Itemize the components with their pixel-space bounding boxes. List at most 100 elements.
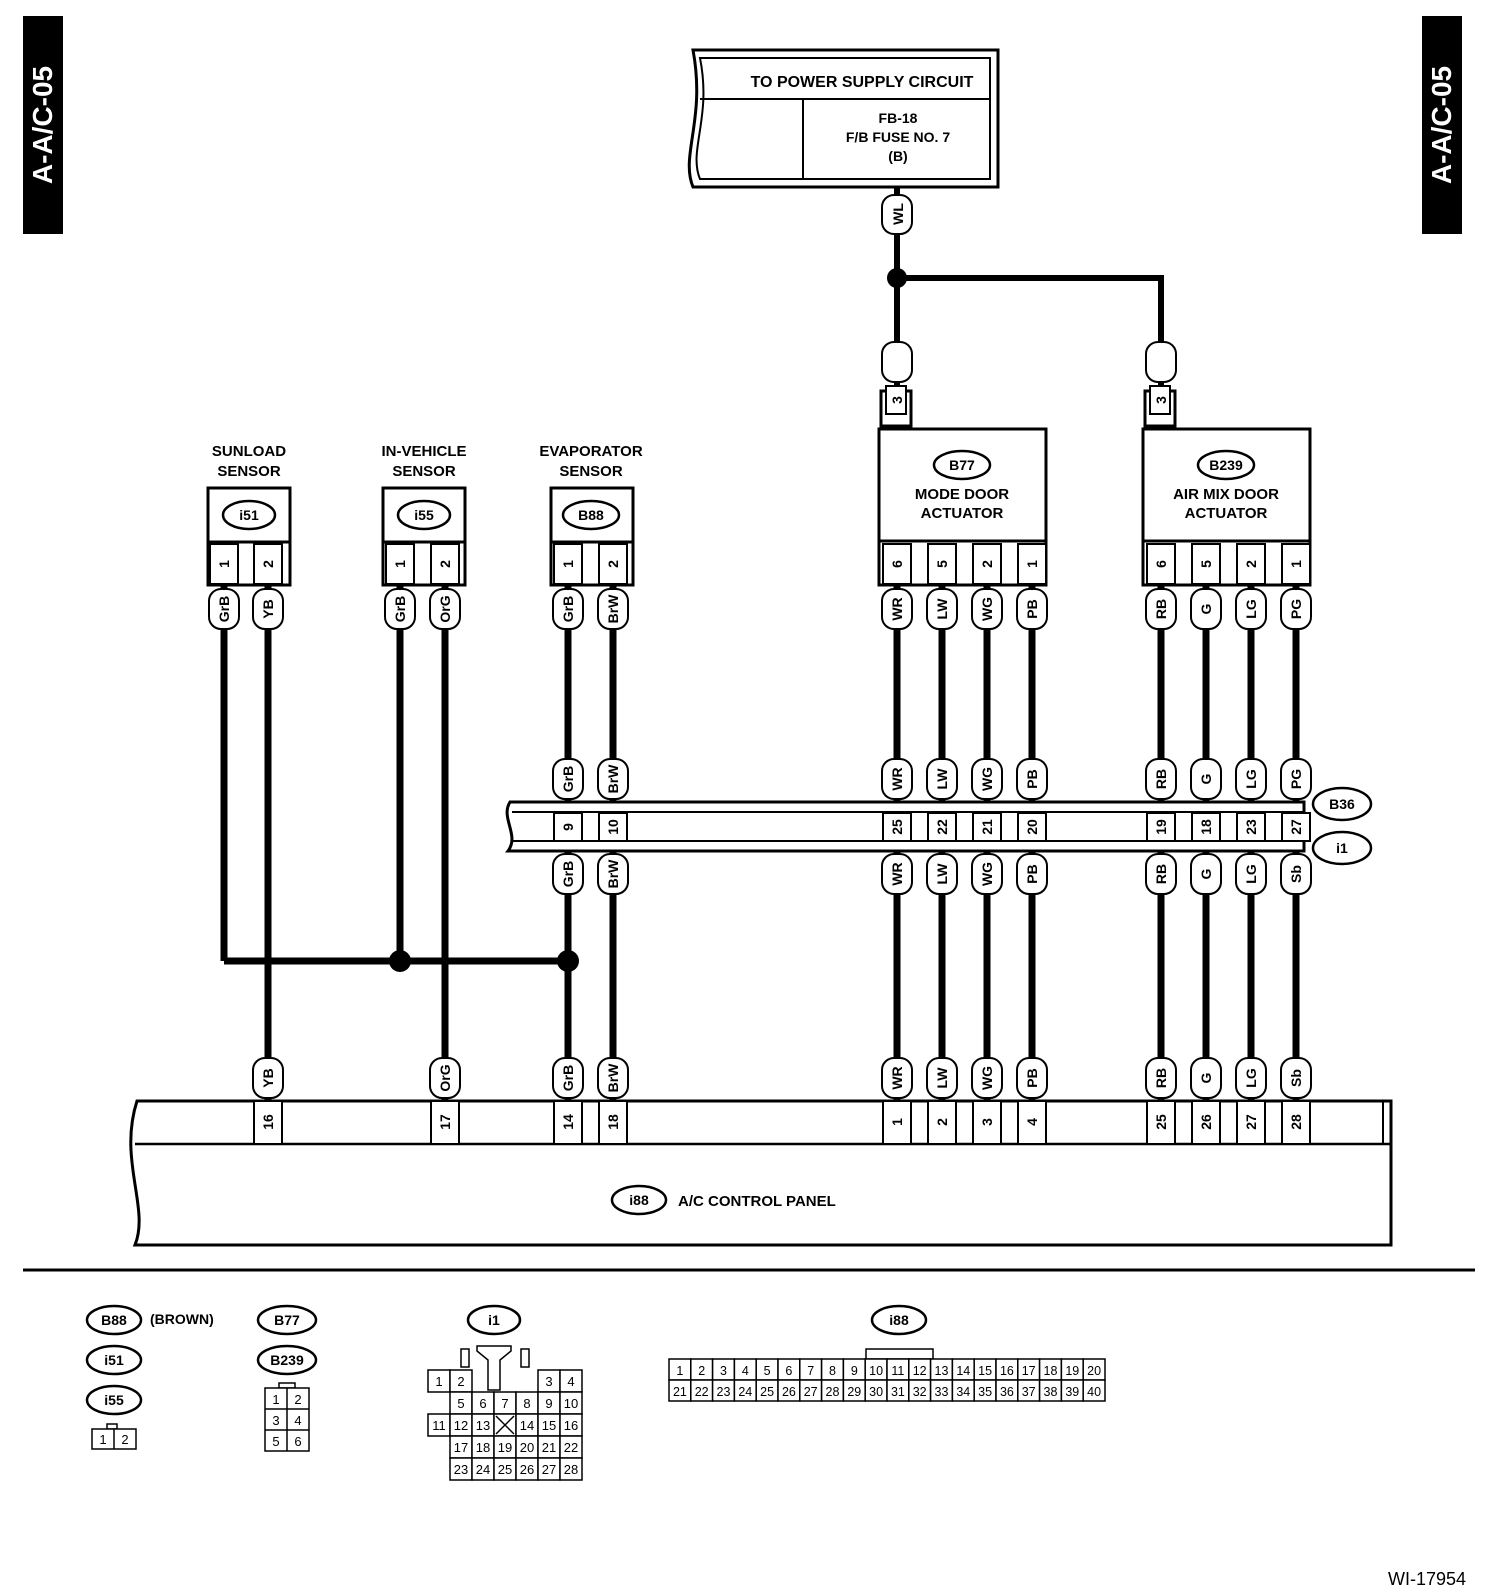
legend-connector-badge: [85, 1304, 143, 1336]
joint-upper-wire-label-capsule: [881, 758, 913, 800]
legend-connector-b77: B77: [274, 1312, 300, 1328]
actuator-mode-door-name-1: MODE DOOR: [915, 486, 1009, 503]
joint-upper-wire-label-capsule: [552, 758, 584, 800]
control-panel-wire-label: WG: [979, 1066, 995, 1090]
joint-pin-number: 10: [605, 819, 621, 835]
control-panel-pin-cell: [927, 1100, 957, 1145]
control-panel-wire-label-capsule: [881, 1057, 913, 1099]
joint-pin-number: 23: [1243, 819, 1259, 835]
actuator-pin-number: 1: [1288, 560, 1304, 568]
legend-i1-pin: 11: [432, 1418, 446, 1433]
joint-connector-upper-badge: [1311, 786, 1373, 822]
legend-i88-pin: 35: [978, 1385, 992, 1399]
sensor-sunload-name-2: SENSOR: [217, 463, 281, 480]
control-panel-pin-number: 25: [1153, 1114, 1169, 1130]
joint-upper-wire-label-capsule: [1280, 758, 1312, 800]
control-panel-pin-number: 3: [979, 1118, 995, 1126]
legend-i1-pin: 15: [542, 1418, 556, 1433]
joint-upper-wire-label: PB: [1024, 769, 1040, 788]
control-panel-pin-cell: [430, 1100, 460, 1145]
legend-i1-pin: 9: [545, 1396, 552, 1411]
legend-i1-pin: 16: [564, 1418, 578, 1433]
sensor-pin-number: 1: [392, 560, 408, 568]
legend-i88-pin: 7: [807, 1364, 814, 1378]
control-panel-name: A/C CONTROL PANEL: [678, 1193, 836, 1210]
joint-pin-cell: [1191, 812, 1221, 842]
actuator-pin-cell: [1191, 543, 1221, 585]
sensor-wire-label: GrB: [560, 596, 576, 622]
joint-connector-lower-badge: [1311, 830, 1373, 866]
legend-i1-pin: 12: [454, 1418, 468, 1433]
actuator-pin-number: 5: [1198, 560, 1214, 568]
control-panel-wire-label: OrG: [437, 1064, 453, 1091]
legend-connector-badge: [256, 1304, 318, 1336]
diagram-code-tag-right: A-A/C-05: [1422, 16, 1462, 234]
legend-i1-pin: 19: [498, 1440, 512, 1455]
control-panel-connector: i88: [629, 1192, 649, 1208]
legend-i88-pin: 36: [1000, 1385, 1014, 1399]
legend-i88-pin: 26: [782, 1385, 796, 1399]
actuator-pin-cell: [927, 543, 957, 585]
fuse-line-1: FB-18: [879, 110, 918, 126]
diagram-code-right: A-A/C-05: [1426, 66, 1457, 184]
power-supply-box: TO POWER SUPPLY CIRCUIT FB-18 F/B FUSE N…: [687, 48, 1000, 189]
legend-i1-pin: 21: [542, 1440, 556, 1455]
control-panel-pin-number: 28: [1288, 1114, 1304, 1130]
control-panel-pin-cell: [253, 1100, 283, 1145]
legend-pin: 2: [294, 1392, 301, 1407]
legend-i88-pin: 5: [764, 1364, 771, 1378]
joint-upper-wire-label-capsule: [1190, 758, 1222, 800]
joint-upper-wire-label: BrW: [605, 764, 621, 794]
sensor-evaporator-name-2: SENSOR: [559, 463, 623, 480]
legend-i88-pin: 40: [1087, 1385, 1101, 1399]
legend-i1-pin: 25: [498, 1462, 512, 1477]
sensor-wire-label: OrG: [437, 595, 453, 622]
joint-pin-cell: [598, 812, 628, 842]
legend-connector-badge: [466, 1304, 522, 1336]
legend-i1-pin: 24: [476, 1462, 490, 1477]
legend-i88-pin: 3: [720, 1364, 727, 1378]
joint-pin-cell: [1146, 812, 1176, 842]
control-panel-wire-label-capsule: [252, 1057, 284, 1099]
control-panel-wire-label-capsule: [971, 1057, 1003, 1099]
legend-i1-pin: 1: [435, 1374, 442, 1389]
joint-lower-wire-label: PB: [1024, 864, 1040, 883]
legend-i88-pin: 1: [676, 1364, 683, 1378]
control-panel-pin-cell: [553, 1100, 583, 1145]
legend-connector-badge: [85, 1384, 143, 1416]
legend-i88-pin: 24: [738, 1385, 752, 1399]
control-panel-pin-cell: [598, 1100, 628, 1145]
sensor-pin-number: 1: [560, 560, 576, 568]
control-panel-pin-cell: [1017, 1100, 1047, 1145]
supply-junction-dot: [887, 268, 907, 288]
control-panel-pin-number: 27: [1243, 1114, 1259, 1130]
legend-i1-blank-mark: [495, 1415, 515, 1435]
joint-lower-wire-label: LW: [934, 863, 950, 885]
legend-i1-pin: 14: [520, 1418, 534, 1433]
actuator-wire-label: WG: [979, 597, 995, 621]
control-panel-wire-label: GrB: [560, 1065, 576, 1091]
legend-i88-pin: 15: [978, 1364, 992, 1378]
joint-upper-wire-label-capsule: [926, 758, 958, 800]
legend-connector-b239: B239: [270, 1352, 304, 1368]
legend-connector-badge: [85, 1344, 143, 1376]
sensor-evaporator-connector-badge: [561, 499, 621, 531]
joint-connector-lower-label: i1: [1336, 840, 1348, 856]
actuator-air-mix-door-connector: B239: [1209, 457, 1243, 473]
sensor-pin-cell: [209, 543, 239, 585]
control-panel-wire-label: Sb: [1288, 1069, 1304, 1087]
joint-lower-wire-label-capsule: [1280, 853, 1312, 895]
legend-connector-i1: i1: [488, 1312, 500, 1328]
fuse-line-3: (B): [888, 148, 907, 164]
legend-i88-pin: 16: [1000, 1364, 1014, 1378]
legend-i88-pin: 32: [913, 1385, 927, 1399]
legend-i88-pin: 39: [1065, 1385, 1079, 1399]
actuator-wire-label-capsule: [1235, 588, 1267, 630]
actuator-pin-cell: [1017, 543, 1047, 585]
joint-pin-number: 9: [560, 823, 576, 831]
sensor-pin-cell: [553, 543, 583, 585]
actuator-air-mix-door: WL 3 B239 AIR MIX DOOR ACTUATOR: [1141, 341, 1312, 587]
joint-pin-number: 19: [1153, 819, 1169, 835]
joint-pin-number: 25: [889, 819, 905, 835]
